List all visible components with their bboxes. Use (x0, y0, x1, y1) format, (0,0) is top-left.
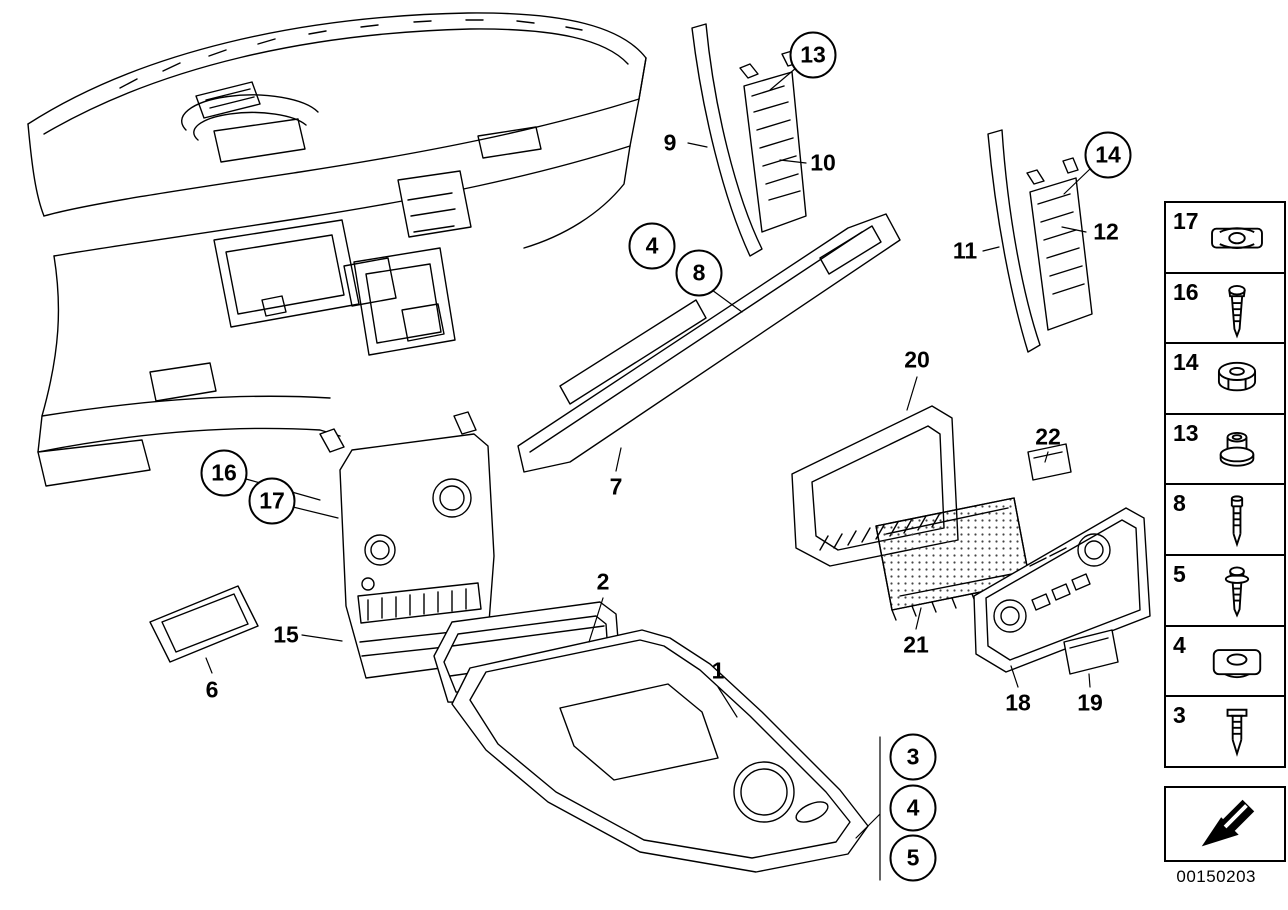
front-arrow-use (1202, 800, 1255, 847)
callout-16[interactable]: 16 (200, 449, 248, 497)
callout-1[interactable]: 1 (711, 657, 725, 684)
callout-17[interactable]: 17 (248, 477, 296, 525)
callout-13[interactable]: 13 (789, 31, 837, 79)
part-9-drawing (691, 23, 763, 257)
legend-item-number: 16 (1173, 278, 1199, 305)
grommet-icon (1192, 632, 1282, 694)
legend-item-number: 17 (1173, 208, 1199, 234)
direction-arrow-box (1164, 786, 1286, 862)
part-6-drawing (149, 585, 259, 663)
callout-19[interactable]: 19 (1077, 689, 1103, 716)
front-arrow-icon (1180, 790, 1274, 860)
callout-15[interactable]: 15 (273, 621, 299, 648)
hex-nut-icon (1192, 349, 1282, 411)
callout-18[interactable]: 18 (1005, 689, 1031, 716)
callout-20[interactable]: 20 (904, 346, 930, 373)
legend-item-number: 13 (1173, 419, 1199, 446)
instrument-panel-drawing (27, 12, 647, 487)
callout-2[interactable]: 2 (596, 568, 610, 595)
part-19-drawing (1063, 629, 1119, 675)
legend-item-number: 14 (1173, 349, 1199, 376)
callout-8[interactable]: 8 (675, 249, 723, 297)
callout-12[interactable]: 12 (1093, 218, 1119, 245)
part-12-drawing (1026, 157, 1093, 331)
callout-5[interactable]: 5 (889, 834, 937, 882)
legend-item-3[interactable]: 3 (1164, 695, 1286, 769)
legend-item-5[interactable]: 5 (1164, 554, 1286, 628)
callout-4[interactable]: 4 (628, 222, 676, 270)
part-11-drawing (987, 129, 1041, 353)
legend-column: 17 16 14 13 8 5 4 3 (1164, 201, 1286, 769)
part-1-drawing (451, 629, 869, 873)
legend-item-number: 4 (1173, 631, 1186, 658)
callout-7[interactable]: 7 (609, 473, 623, 500)
callout-9[interactable]: 9 (663, 129, 677, 156)
callout-11[interactable]: 11 (952, 237, 978, 264)
legend-item-17[interactable]: 17 (1164, 201, 1286, 274)
part-7-drawing (517, 213, 901, 473)
pin-icon (1192, 490, 1282, 552)
legend-item-14[interactable]: 14 (1164, 342, 1286, 416)
expanding-rivet-icon (1192, 702, 1282, 764)
part-10-drawing (739, 50, 807, 233)
callout-10[interactable]: 10 (810, 149, 836, 176)
diagram-id: 00150203 (1176, 867, 1256, 886)
legend-item-16[interactable]: 16 (1164, 271, 1286, 345)
legend-item-number: 8 (1173, 490, 1186, 517)
part-22-drawing (1027, 443, 1072, 481)
legend-item-number: 5 (1173, 561, 1186, 588)
callout-3[interactable]: 3 (889, 733, 937, 781)
callout-14[interactable]: 14 (1084, 131, 1132, 179)
legend-item-number: 3 (1173, 702, 1186, 729)
legend-item-4[interactable]: 4 (1164, 624, 1286, 698)
washer-screw-icon (1192, 561, 1282, 623)
clip-icon (1192, 208, 1282, 270)
callout-21[interactable]: 21 (903, 631, 929, 658)
screw-icon (1192, 279, 1282, 341)
callout-22[interactable]: 22 (1035, 423, 1061, 450)
legend-item-8[interactable]: 8 (1164, 483, 1286, 557)
part-15-drawing (319, 411, 495, 679)
flange-nut-icon (1192, 420, 1282, 482)
callout-4[interactable]: 4 (889, 784, 937, 832)
legend-item-13[interactable]: 13 (1164, 412, 1286, 486)
leader-lines (205, 67, 1092, 881)
callout-6[interactable]: 6 (205, 676, 219, 703)
